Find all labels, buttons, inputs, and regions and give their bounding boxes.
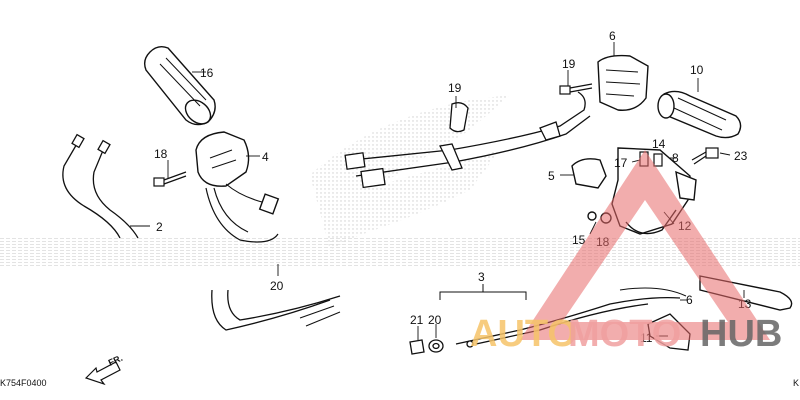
autmotohub-watermark: AUTO MOTO HUB — [470, 150, 782, 355]
callout-23: 23 — [734, 149, 748, 163]
front-arrow-icon — [84, 361, 121, 386]
callout-16: 17 — [614, 156, 628, 170]
callout-20: 20 — [428, 313, 442, 327]
callout-3: 3 — [478, 270, 485, 284]
nut-20 — [428, 339, 444, 353]
scan-band — [0, 238, 800, 268]
diagram-code-right: K — [793, 378, 799, 388]
callout-19-bottom: 20 — [270, 279, 284, 293]
callout-8: 8 — [672, 151, 679, 165]
left-grip — [143, 45, 216, 126]
front-direction-indicator: FR. — [84, 353, 124, 386]
background-wing-watermark — [310, 95, 510, 250]
bolt-23 — [691, 147, 719, 165]
callout-13: 14 — [652, 137, 666, 151]
screw-left — [153, 171, 187, 187]
callout-10: 10 — [690, 63, 704, 77]
callout-6-lower: 6 — [686, 293, 693, 307]
nut-21 — [409, 339, 425, 355]
callout-18-left: 18 — [154, 147, 168, 161]
watermark-text-auto: AUTO — [470, 313, 577, 355]
callout-9: 16 — [200, 66, 214, 80]
watermark-text-hub: HUB — [700, 313, 782, 355]
callout-15: 15 — [572, 233, 586, 247]
callout-2: 2 — [156, 220, 163, 234]
throttle-cables — [62, 133, 341, 331]
screw-right — [559, 83, 593, 95]
watermark-text-moto: MOTO — [568, 313, 681, 355]
right-grip — [657, 90, 742, 139]
callout-21: 21 — [410, 313, 424, 327]
left-switch — [195, 131, 280, 243]
front-direction-label: FR. — [107, 353, 124, 368]
callout-4: 4 — [262, 150, 269, 164]
diagram-code: K754F0400 — [0, 378, 47, 388]
callout-3-bracket — [439, 284, 527, 300]
right-switch — [597, 54, 649, 111]
callout-6: 6 — [609, 29, 616, 43]
watermark-triangle-icon — [520, 150, 770, 340]
callout-18-right: 19 — [562, 57, 576, 71]
callout-5: 5 — [548, 169, 555, 183]
callout-19-top: 19 — [448, 81, 462, 95]
wire-harness — [344, 91, 591, 189]
